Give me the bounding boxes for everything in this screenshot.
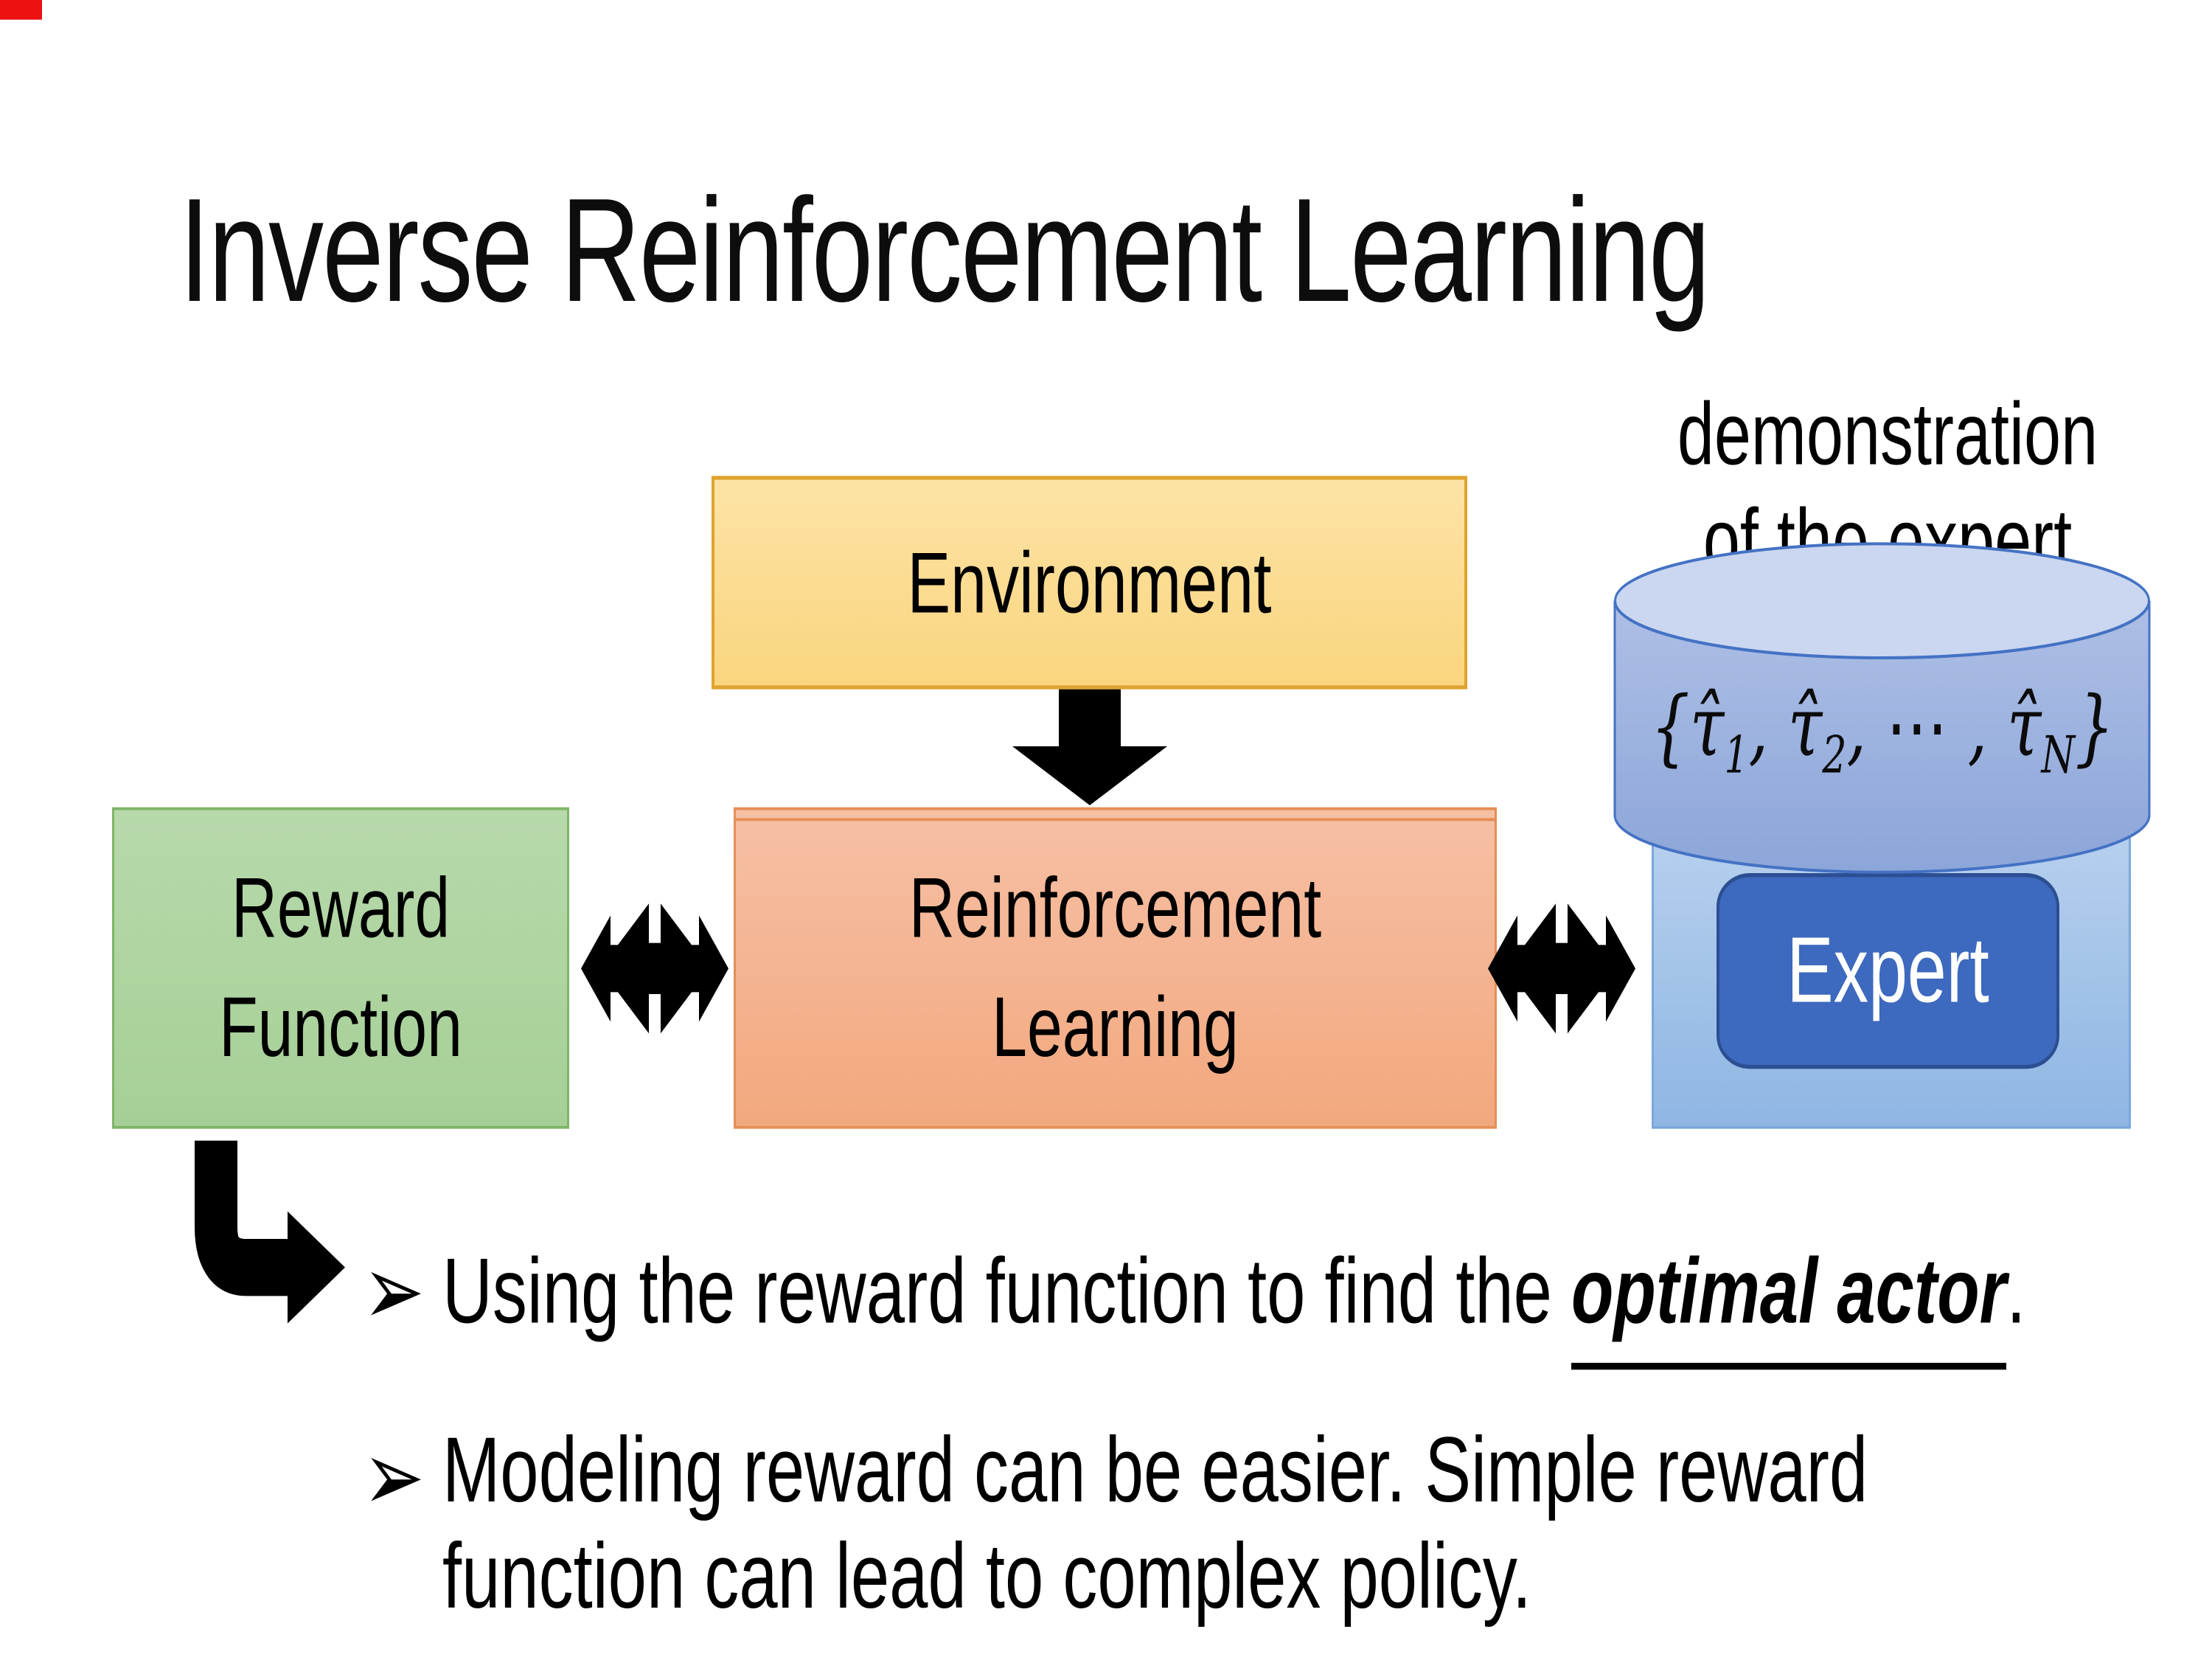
reinforcement-learning-box: Reinforcement Learning: [734, 807, 1497, 1129]
math-dots-tau: , ⋯ , τ̂: [1846, 678, 2042, 775]
math-open-brace: {: [1650, 678, 1690, 775]
rl-label-line1: Reinforcement: [908, 861, 1322, 956]
bullet-item-1: ➢ Using the reward function to find the …: [363, 1231, 2206, 1370]
demo-caption: demonstration of the expert: [1607, 381, 2168, 594]
bullet-item-2: ➢ Modeling reward can be easier. Simple …: [363, 1417, 2206, 1629]
bullet-1-prefix: Using the reward function to find the: [442, 1238, 1571, 1342]
bullet-1-text: Using the reward function to find the op…: [442, 1231, 2160, 1370]
math-tau1: τ̂: [1689, 678, 1725, 775]
reward-function-box: Reward Function: [112, 807, 569, 1129]
bullet-2-text: Modeling reward can be easier. Simple re…: [442, 1417, 1868, 1628]
bullet-1-suffix: .: [2006, 1238, 2026, 1342]
demonstration-cylinder-icon: [1613, 542, 2151, 874]
corner-red-marker: [0, 0, 42, 20]
reward-label-line1: Reward: [231, 861, 451, 956]
trajectory-set-math: {τ̂1, τ̂2, ⋯ , τ̂N}: [1635, 678, 2129, 782]
expert-label: Expert: [1787, 918, 1989, 1023]
bent-arrow-reward-to-text-icon: [195, 1140, 345, 1324]
double-arrow-reward-rl-icon: [581, 893, 728, 1043]
bullet-1-highlight: optimal actor: [1571, 1231, 2007, 1370]
double-arrow-rl-expert-icon: [1488, 893, 1635, 1043]
demo-caption-line1: demonstration: [1677, 385, 2098, 484]
math-tau2: , τ̂: [1748, 678, 1823, 775]
bullet-arrow-icon: ➢: [363, 1232, 425, 1348]
math-sub2: 2: [1822, 726, 1847, 786]
reward-label-line2: Function: [219, 979, 462, 1074]
math-close-brace: }: [2075, 678, 2115, 775]
environment-box: Environment: [712, 476, 1467, 690]
slide-title: Inverse Reinforcement Learning: [179, 167, 1711, 333]
arrow-environment-to-rl-icon: [1012, 689, 1167, 805]
bullet-arrow-icon: ➢: [363, 1418, 425, 1534]
expert-box: Expert: [1717, 872, 2059, 1069]
environment-label: Environment: [907, 533, 1272, 631]
math-subN: N: [2041, 726, 2076, 786]
math-sub1: 1: [1724, 726, 1749, 786]
rl-label-line2: Learning: [992, 979, 1239, 1074]
